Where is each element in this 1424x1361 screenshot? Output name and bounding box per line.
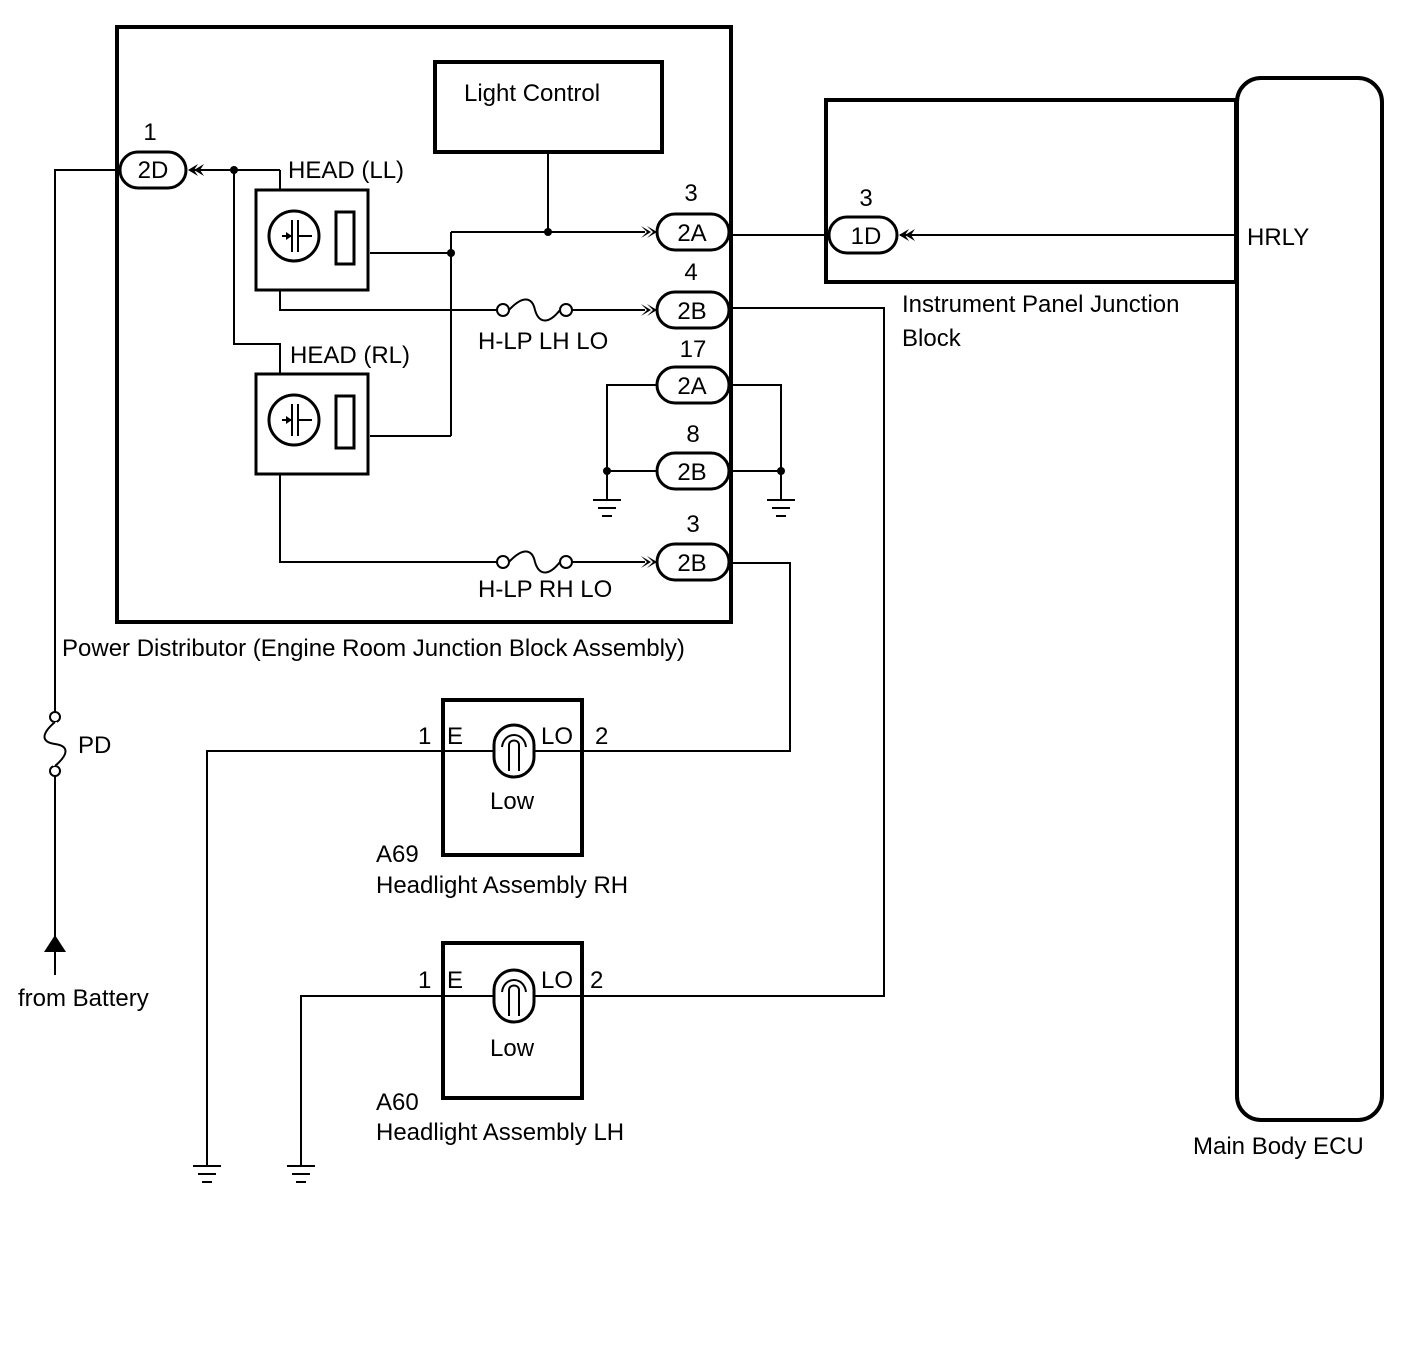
connector-code: 2B bbox=[677, 459, 706, 486]
junction-dot bbox=[447, 249, 455, 257]
relay-head-ll-icon bbox=[254, 188, 370, 292]
headlight-rh-pin-lo: 2 bbox=[595, 723, 608, 750]
headlight-rh-bulb: Low bbox=[490, 788, 535, 815]
main-body-ecu-box bbox=[1235, 76, 1384, 1122]
instrument-panel-junction-box bbox=[824, 98, 1238, 284]
headlight-rh-id: A69 bbox=[376, 841, 419, 868]
wires bbox=[54, 152, 1237, 1166]
connector-pin: 1 bbox=[143, 119, 156, 146]
connector-code: 2D bbox=[138, 157, 169, 184]
main-body-ecu-label: Main Body ECU bbox=[1193, 1133, 1364, 1160]
bulb-rh-icon bbox=[492, 723, 536, 779]
relay-head-rl-icon bbox=[254, 372, 370, 476]
headlight-lh-pin-lo: 2 bbox=[590, 967, 603, 994]
headlight-rh-box bbox=[441, 698, 584, 857]
relay-head-ll-label: HEAD (LL) bbox=[288, 157, 404, 184]
connector-code: 2A bbox=[677, 220, 706, 247]
connector-2a-17: 2A 17 bbox=[655, 336, 731, 405]
ground-icon bbox=[592, 499, 622, 517]
junction-dot bbox=[603, 467, 611, 475]
headlight-lh-id: A60 bbox=[376, 1089, 419, 1116]
power-distributor-box bbox=[115, 25, 733, 624]
relay-head-rl-label: HEAD (RL) bbox=[290, 342, 410, 369]
ground-icon bbox=[766, 499, 796, 517]
light-control-box bbox=[433, 60, 664, 154]
junction-dot bbox=[230, 166, 238, 174]
headlight-lh-label-e: E bbox=[447, 967, 463, 994]
headlight-rh-name: Headlight Assembly RH bbox=[376, 872, 628, 899]
ground-icon bbox=[192, 1165, 222, 1183]
junction-dot bbox=[544, 228, 552, 236]
headlight-rh-pin-e: 1 bbox=[418, 723, 431, 750]
headlight-rh-label-lo: LO bbox=[541, 723, 573, 750]
headlight-rh-label-e: E bbox=[447, 723, 463, 750]
connector-pin: 3 bbox=[684, 180, 697, 207]
headlight-lh-pin-e: 1 bbox=[418, 967, 431, 994]
fuse-rh-lo-icon bbox=[496, 550, 573, 574]
ground-icon bbox=[286, 1165, 316, 1183]
power-distributor-label: Power Distributor (Engine Room Junction … bbox=[62, 635, 685, 662]
headlight-lh-bulb: Low bbox=[490, 1035, 535, 1062]
fuse-rh-lo-label: H-LP RH LO bbox=[478, 576, 612, 603]
bulb-lh-icon bbox=[492, 968, 536, 1024]
connector-2b-8: 2B 8 bbox=[655, 421, 731, 491]
ipjb-label-line2: Block bbox=[902, 325, 962, 352]
connector-code: 2B bbox=[677, 550, 706, 577]
ipjb-label-line1: Instrument Panel Junction bbox=[902, 291, 1180, 318]
fuse-lh-lo-icon bbox=[496, 298, 573, 322]
arrow-up-icon bbox=[44, 935, 66, 952]
light-control-label: Light Control bbox=[464, 80, 600, 107]
connector-pin: 3 bbox=[686, 511, 699, 538]
connector-pin: 17 bbox=[680, 336, 707, 363]
connector-2b-3: 2B 3 bbox=[641, 511, 731, 582]
fuse-pd-label: PD bbox=[78, 732, 111, 759]
headlight-lh-name: Headlight Assembly LH bbox=[376, 1119, 624, 1146]
connector-2b-4: 2B 4 bbox=[641, 259, 731, 330]
connector-1d: 1D 3 bbox=[827, 185, 915, 255]
junction-dot bbox=[777, 467, 785, 475]
fuse-pd-icon bbox=[43, 711, 67, 777]
connector-2a-3: 2A 3 bbox=[641, 180, 731, 252]
connector-pin: 3 bbox=[859, 185, 872, 212]
connector-code: 2A bbox=[677, 373, 706, 400]
connector-pin: 8 bbox=[686, 421, 699, 448]
connector-code: 1D bbox=[851, 223, 882, 250]
battery-label: from Battery bbox=[18, 985, 149, 1012]
connector-2d: 2D 1 bbox=[118, 119, 204, 190]
headlight-lh-label-lo: LO bbox=[541, 967, 573, 994]
headlight-lh-box bbox=[441, 941, 584, 1100]
fuse-lh-lo-label: H-LP LH LO bbox=[478, 328, 608, 355]
connector-pin: 4 bbox=[684, 259, 697, 286]
hrly-terminal-label: HRLY bbox=[1247, 224, 1309, 251]
connector-code: 2B bbox=[677, 298, 706, 325]
